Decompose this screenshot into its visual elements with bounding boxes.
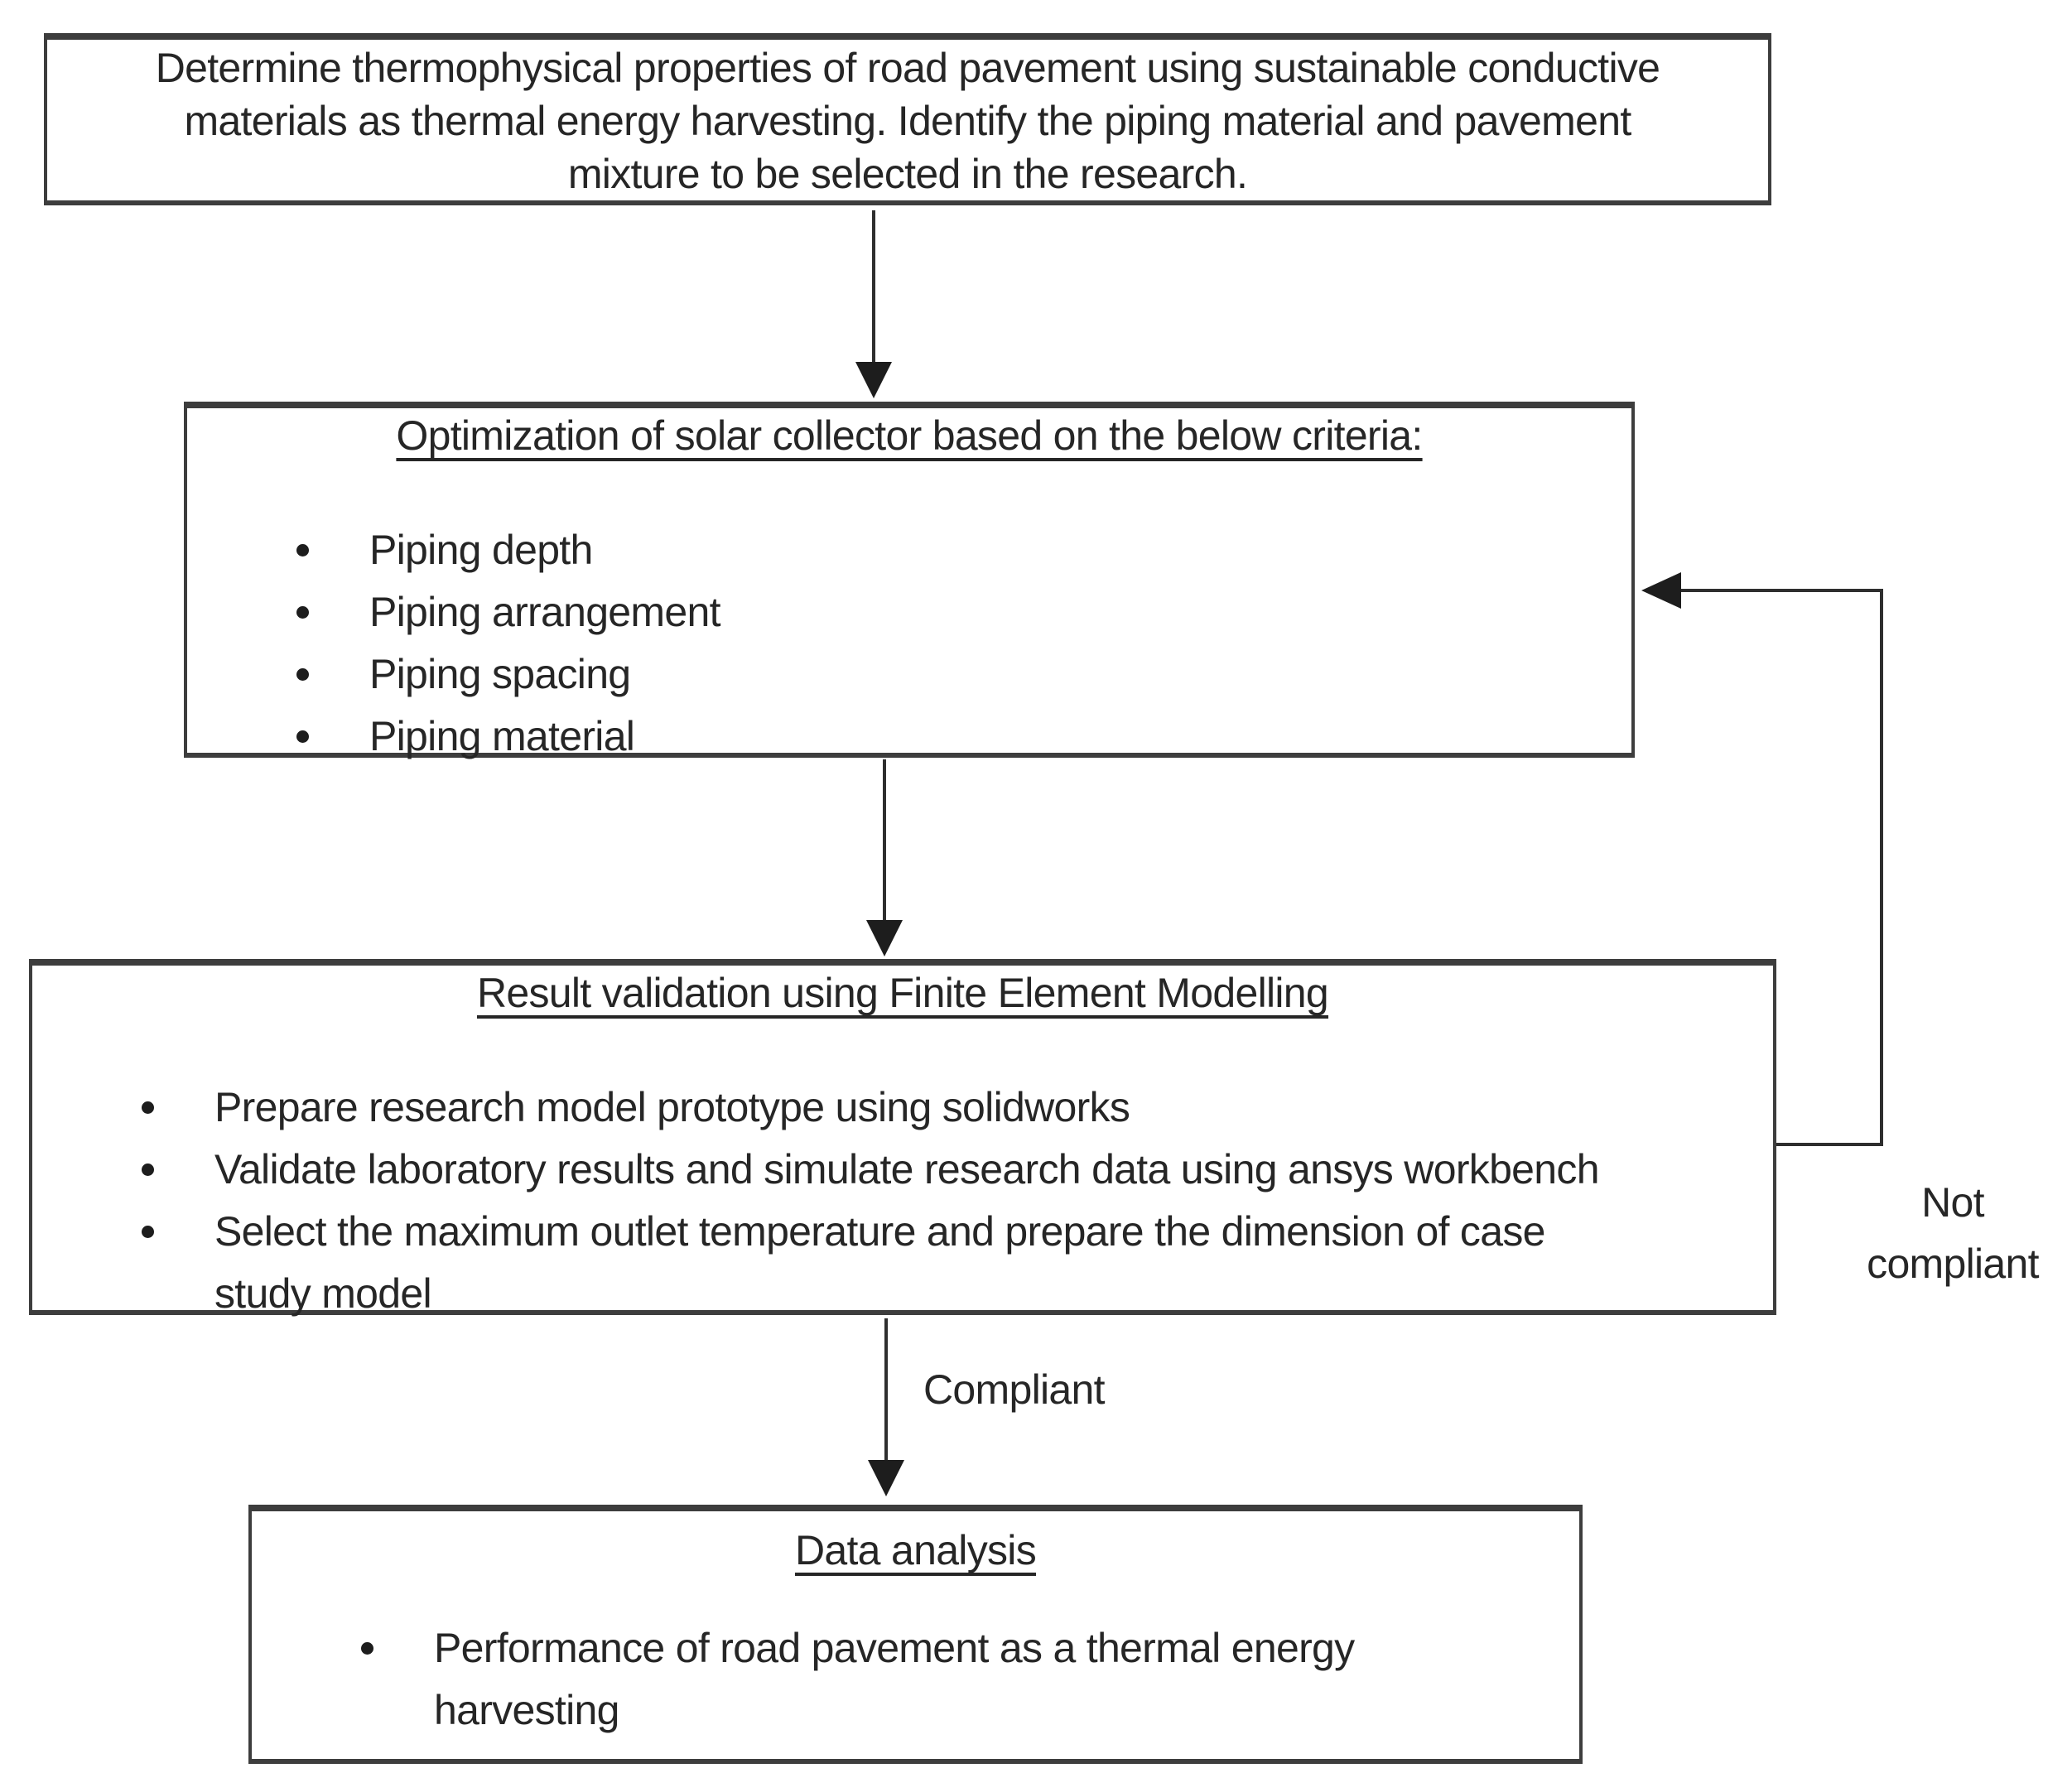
list-item-label: Piping arrangement [369, 589, 720, 635]
list-item-label: Piping depth [369, 527, 593, 573]
data-analysis-list: Performance of road pavement as a therma… [252, 1617, 1579, 1742]
validation-task-list: Prepare research model prototype using s… [32, 1077, 1773, 1325]
objective-text-line: Determine thermophysical properties of r… [155, 45, 1660, 91]
list-item: Prepare research model prototype using s… [32, 1077, 1748, 1139]
list-item: Performance of road pavement as a therma… [252, 1617, 1444, 1742]
arrow-optimization-to-validation [866, 759, 903, 956]
list-item: Piping spacing [187, 643, 1607, 706]
list-item: Piping material [187, 706, 1607, 768]
not-compliant-label: Not compliant [1867, 1179, 2039, 1287]
list-item-label: Validate laboratory results and simulate… [214, 1146, 1600, 1192]
objective-text-line: materials as thermal energy harvesting. … [184, 98, 1631, 144]
list-item: Piping arrangement [187, 581, 1607, 643]
list-item-label: Prepare research model prototype using s… [214, 1084, 1130, 1130]
list-item-label: Performance of road pavement as a therma… [434, 1625, 1355, 1733]
compliant-label: Compliant [923, 1366, 1106, 1413]
objective-text-line: mixture to be selected in the research. [567, 151, 1248, 197]
validation-title: Result validation using Finite Element M… [476, 970, 1329, 1016]
list-item: Piping depth [187, 519, 1607, 581]
list-item-label: Select the maximum outlet temperature an… [214, 1208, 1545, 1317]
flow-step-optimization: Optimization of solar collector based on… [184, 402, 1635, 759]
list-item: Validate laboratory results and simulate… [32, 1139, 1748, 1201]
flow-step-validation: Result validation using Finite Element M… [29, 959, 1776, 1317]
flow-step-objective: Determine thermophysical properties of r… [44, 33, 1771, 205]
arrow-validation-to-analysis [868, 1318, 904, 1496]
list-item-label: Piping spacing [369, 651, 631, 697]
arrow-objective-to-optimization [855, 210, 892, 398]
optimization-criteria-list: Piping depth Piping arrangement Piping s… [187, 519, 1631, 768]
flow-step-data-analysis: Data analysis Performance of road paveme… [248, 1505, 1583, 1764]
list-item: Select the maximum outlet temperature an… [32, 1201, 1647, 1325]
data-analysis-title: Data analysis [794, 1527, 1037, 1573]
optimization-title: Optimization of solar collector based on… [396, 412, 1423, 459]
list-item-label: Piping material [369, 713, 635, 759]
